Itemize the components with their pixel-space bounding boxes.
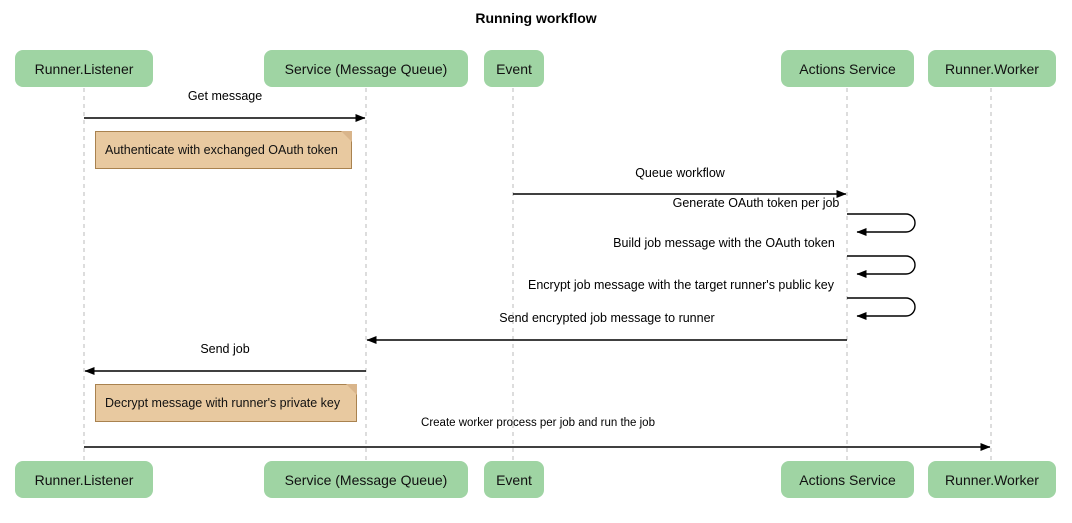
participant-label: Actions Service: [799, 60, 896, 77]
participant-header-runner-worker[interactable]: Runner.Worker: [928, 50, 1056, 87]
participant-header-runner-listener[interactable]: Runner.Listener: [15, 50, 153, 87]
message-label-generate-oauth-token-per-job: Generate OAuth token per job: [672, 196, 840, 210]
participant-label: Event: [496, 60, 532, 77]
message-encrypt-job-message-with-the-target-runners-public-key: [847, 297, 916, 320]
message-label-send-encrypted-job-message-to-runner: Send encrypted job message to runner: [499, 311, 715, 325]
participant-label: Runner.Worker: [945, 471, 1039, 488]
message-label-create-worker-process-per-job-and-run-the-job: Create worker process per job and run th…: [421, 417, 655, 429]
participant-footer-event[interactable]: Event: [484, 461, 544, 498]
participant-label: Service (Message Queue): [284, 60, 448, 77]
participant-label: Actions Service: [799, 471, 896, 488]
participant-footer-runner-worker[interactable]: Runner.Worker: [928, 461, 1056, 498]
lifelines-layer: [83, 88, 992, 460]
participant-label: Runner.Listener: [34, 60, 134, 77]
message-generate-oauth-token-per-job: [847, 213, 916, 236]
message-label-encrypt-job-message-with-the-target-runners-public-key: Encrypt job message with the target runn…: [527, 278, 835, 292]
note-fold-corner-icon: [341, 131, 352, 142]
note-fold-corner-icon: [346, 384, 357, 395]
participant-label: Service (Message Queue): [284, 471, 448, 488]
participant-header-actions-service[interactable]: Actions Service: [781, 50, 914, 87]
note-authenticate-with-exchanged-oauth-token: Authenticate with exchanged OAuth token: [95, 131, 352, 169]
message-label-queue-workflow: Queue workflow: [635, 166, 725, 180]
participant-label: Runner.Listener: [34, 471, 134, 488]
message-label-get-message: Get message: [187, 89, 263, 103]
message-build-job-message-with-the-oauth-token: [847, 255, 916, 278]
message-label-build-job-message-with-the-oauth-token: Build job message with the OAuth token: [613, 236, 835, 250]
participant-footer-service-message-queue[interactable]: Service (Message Queue): [264, 461, 468, 498]
participant-label: Runner.Worker: [945, 60, 1039, 77]
page-title: Running workflow: [475, 10, 597, 26]
participant-header-service-message-queue[interactable]: Service (Message Queue): [264, 50, 468, 87]
note-label: Authenticate with exchanged OAuth token: [105, 143, 338, 157]
participant-label: Event: [496, 471, 532, 488]
messages-layer: [84, 114, 991, 451]
participant-footer-actions-service[interactable]: Actions Service: [781, 461, 914, 498]
note-decrypt-message-with-runners-private-key: Decrypt message with runner's private ke…: [95, 384, 357, 422]
message-label-send-job: Send job: [200, 342, 250, 356]
note-label: Decrypt message with runner's private ke…: [105, 396, 341, 410]
participant-footer-runner-listener[interactable]: Runner.Listener: [15, 461, 153, 498]
participant-header-event[interactable]: Event: [484, 50, 544, 87]
